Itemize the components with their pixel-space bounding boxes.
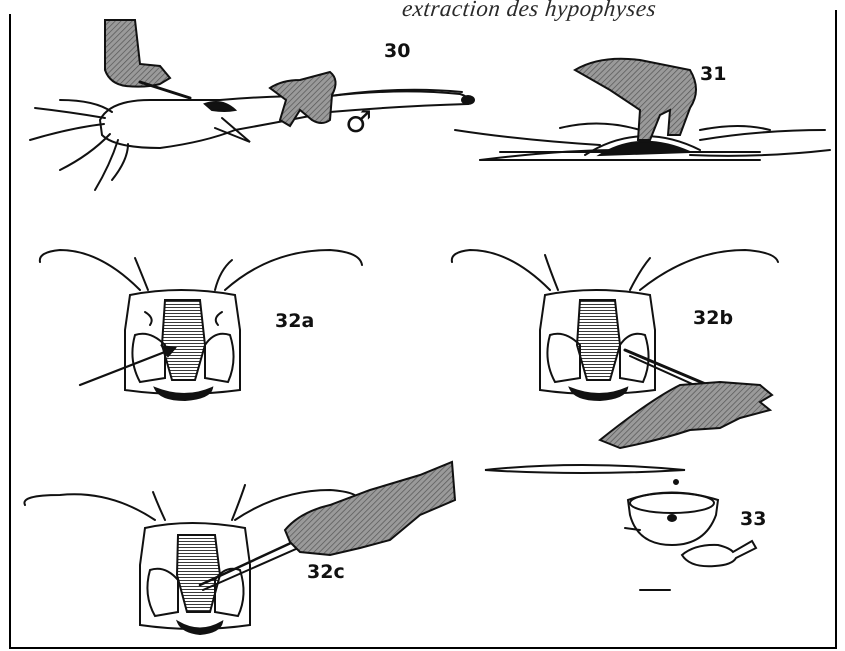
figure-label-32b: 32b: [693, 307, 733, 329]
fig32c-dissected-head-forceps: [24, 462, 455, 634]
fig32b-dissected-head-pipette: [452, 250, 778, 448]
figure-label-30: 30: [384, 40, 410, 62]
figure-label-32a: 32a: [275, 310, 314, 332]
figure-label-32c: 32c: [307, 561, 345, 583]
male-symbol: ♂: [345, 105, 372, 140]
fig33-mortar-pestle: [485, 465, 756, 590]
figure-label-31: 31: [700, 63, 726, 85]
fig31-fish-front-view: [455, 59, 830, 160]
figure-label-33: 33: [740, 508, 766, 530]
